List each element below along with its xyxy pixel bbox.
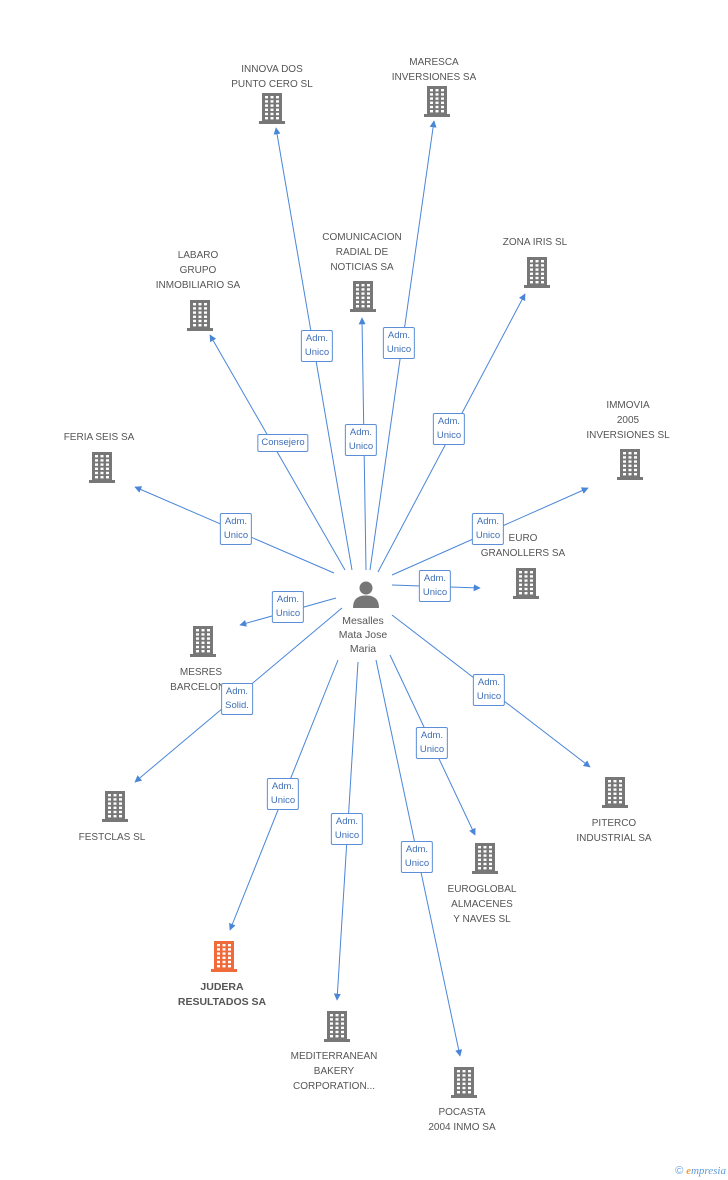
company-label-immovia[interactable]: IMMOVIA 2005 INVERSIONES SL (586, 400, 670, 441)
building-icon[interactable] (320, 1009, 354, 1043)
building-icon[interactable] (468, 841, 502, 875)
relation-tag-euro[interactable]: Adm. Unico (418, 570, 452, 602)
relation-tag-mesres[interactable]: Adm. Unico (271, 591, 305, 623)
relation-tag-mediterranean[interactable]: Adm. Unico (330, 813, 364, 845)
company-label-pocasta[interactable]: POCASTA 2004 INMO SA (428, 1107, 496, 1133)
building-icon[interactable] (346, 279, 380, 313)
building-icon[interactable] (207, 939, 241, 973)
company-label-euro[interactable]: EURO GRANOLLERS SA (480, 533, 566, 559)
edge-labaro (209, 334, 346, 571)
relation-tag-innova[interactable]: Adm. Unico (300, 330, 334, 362)
company-label-festclas[interactable]: FESTCLAS SL (78, 832, 146, 843)
building-icon[interactable] (183, 298, 217, 332)
building-icon[interactable] (186, 624, 220, 658)
brand-e: e (686, 1165, 691, 1177)
relation-tag-judera[interactable]: Adm. Unico (266, 778, 300, 810)
relation-tag-maresca[interactable]: Adm. Unico (382, 327, 416, 359)
company-label-euroglobal[interactable]: EUROGLOBAL ALMACENES Y NAVES SL (447, 884, 517, 925)
relation-tag-zona[interactable]: Adm. Unico (432, 413, 466, 445)
copyright-symbol: © (675, 1165, 684, 1177)
brand-rest: mpresia (690, 1165, 726, 1177)
building-icon[interactable] (509, 566, 543, 600)
company-label-innova[interactable]: INNOVA DOS PUNTO CERO SL (231, 64, 313, 90)
building-icon[interactable] (598, 775, 632, 809)
building-icon[interactable] (447, 1065, 481, 1099)
company-label-zona[interactable]: ZONA IRIS SL (502, 237, 568, 248)
relation-tag-comunicacion[interactable]: Adm. Unico (344, 424, 378, 456)
company-label-comunicacion[interactable]: COMUNICACION RADIAL DE NOTICIAS SA (322, 232, 402, 273)
relation-tag-euroglobal[interactable]: Adm. Unico (415, 727, 449, 759)
person-name: Mesalles Mata Jose Maria (338, 615, 388, 655)
building-icon[interactable] (85, 450, 119, 484)
company-label-judera[interactable]: JUDERA RESULTADOS SA (177, 981, 267, 1008)
building-icon[interactable] (255, 91, 289, 125)
brand-watermark: © empresia (675, 1165, 726, 1177)
relation-tag-piterco[interactable]: Adm. Unico (472, 674, 506, 706)
company-label-feria[interactable]: FERIA SEIS SA (63, 432, 135, 443)
relation-tag-festclas[interactable]: Adm. Solid. (221, 683, 253, 715)
relation-tag-labaro[interactable]: Consejero (257, 434, 309, 452)
relation-tag-feria[interactable]: Adm. Unico (219, 513, 253, 545)
company-label-mediterranean[interactable]: MEDITERRANEAN BAKERY CORPORATION... (290, 1051, 378, 1092)
relation-tag-pocasta[interactable]: Adm. Unico (400, 841, 434, 873)
company-label-mesres[interactable]: MESRES BARCELONA (170, 667, 232, 693)
building-icon[interactable] (98, 789, 132, 823)
building-icon[interactable] (420, 84, 454, 118)
building-icon[interactable] (613, 447, 647, 481)
person-node[interactable] (350, 578, 382, 610)
company-label-labaro[interactable]: LABARO GRUPO INMOBILIARIO SA (155, 250, 241, 291)
company-label-piterco[interactable]: PITERCO INDUSTRIAL SA (576, 818, 652, 844)
building-icon[interactable] (520, 255, 554, 289)
relation-tag-immovia[interactable]: Adm. Unico (471, 513, 505, 545)
company-label-maresca[interactable]: MARESCA INVERSIONES SA (391, 57, 477, 83)
person-icon (353, 581, 379, 608)
